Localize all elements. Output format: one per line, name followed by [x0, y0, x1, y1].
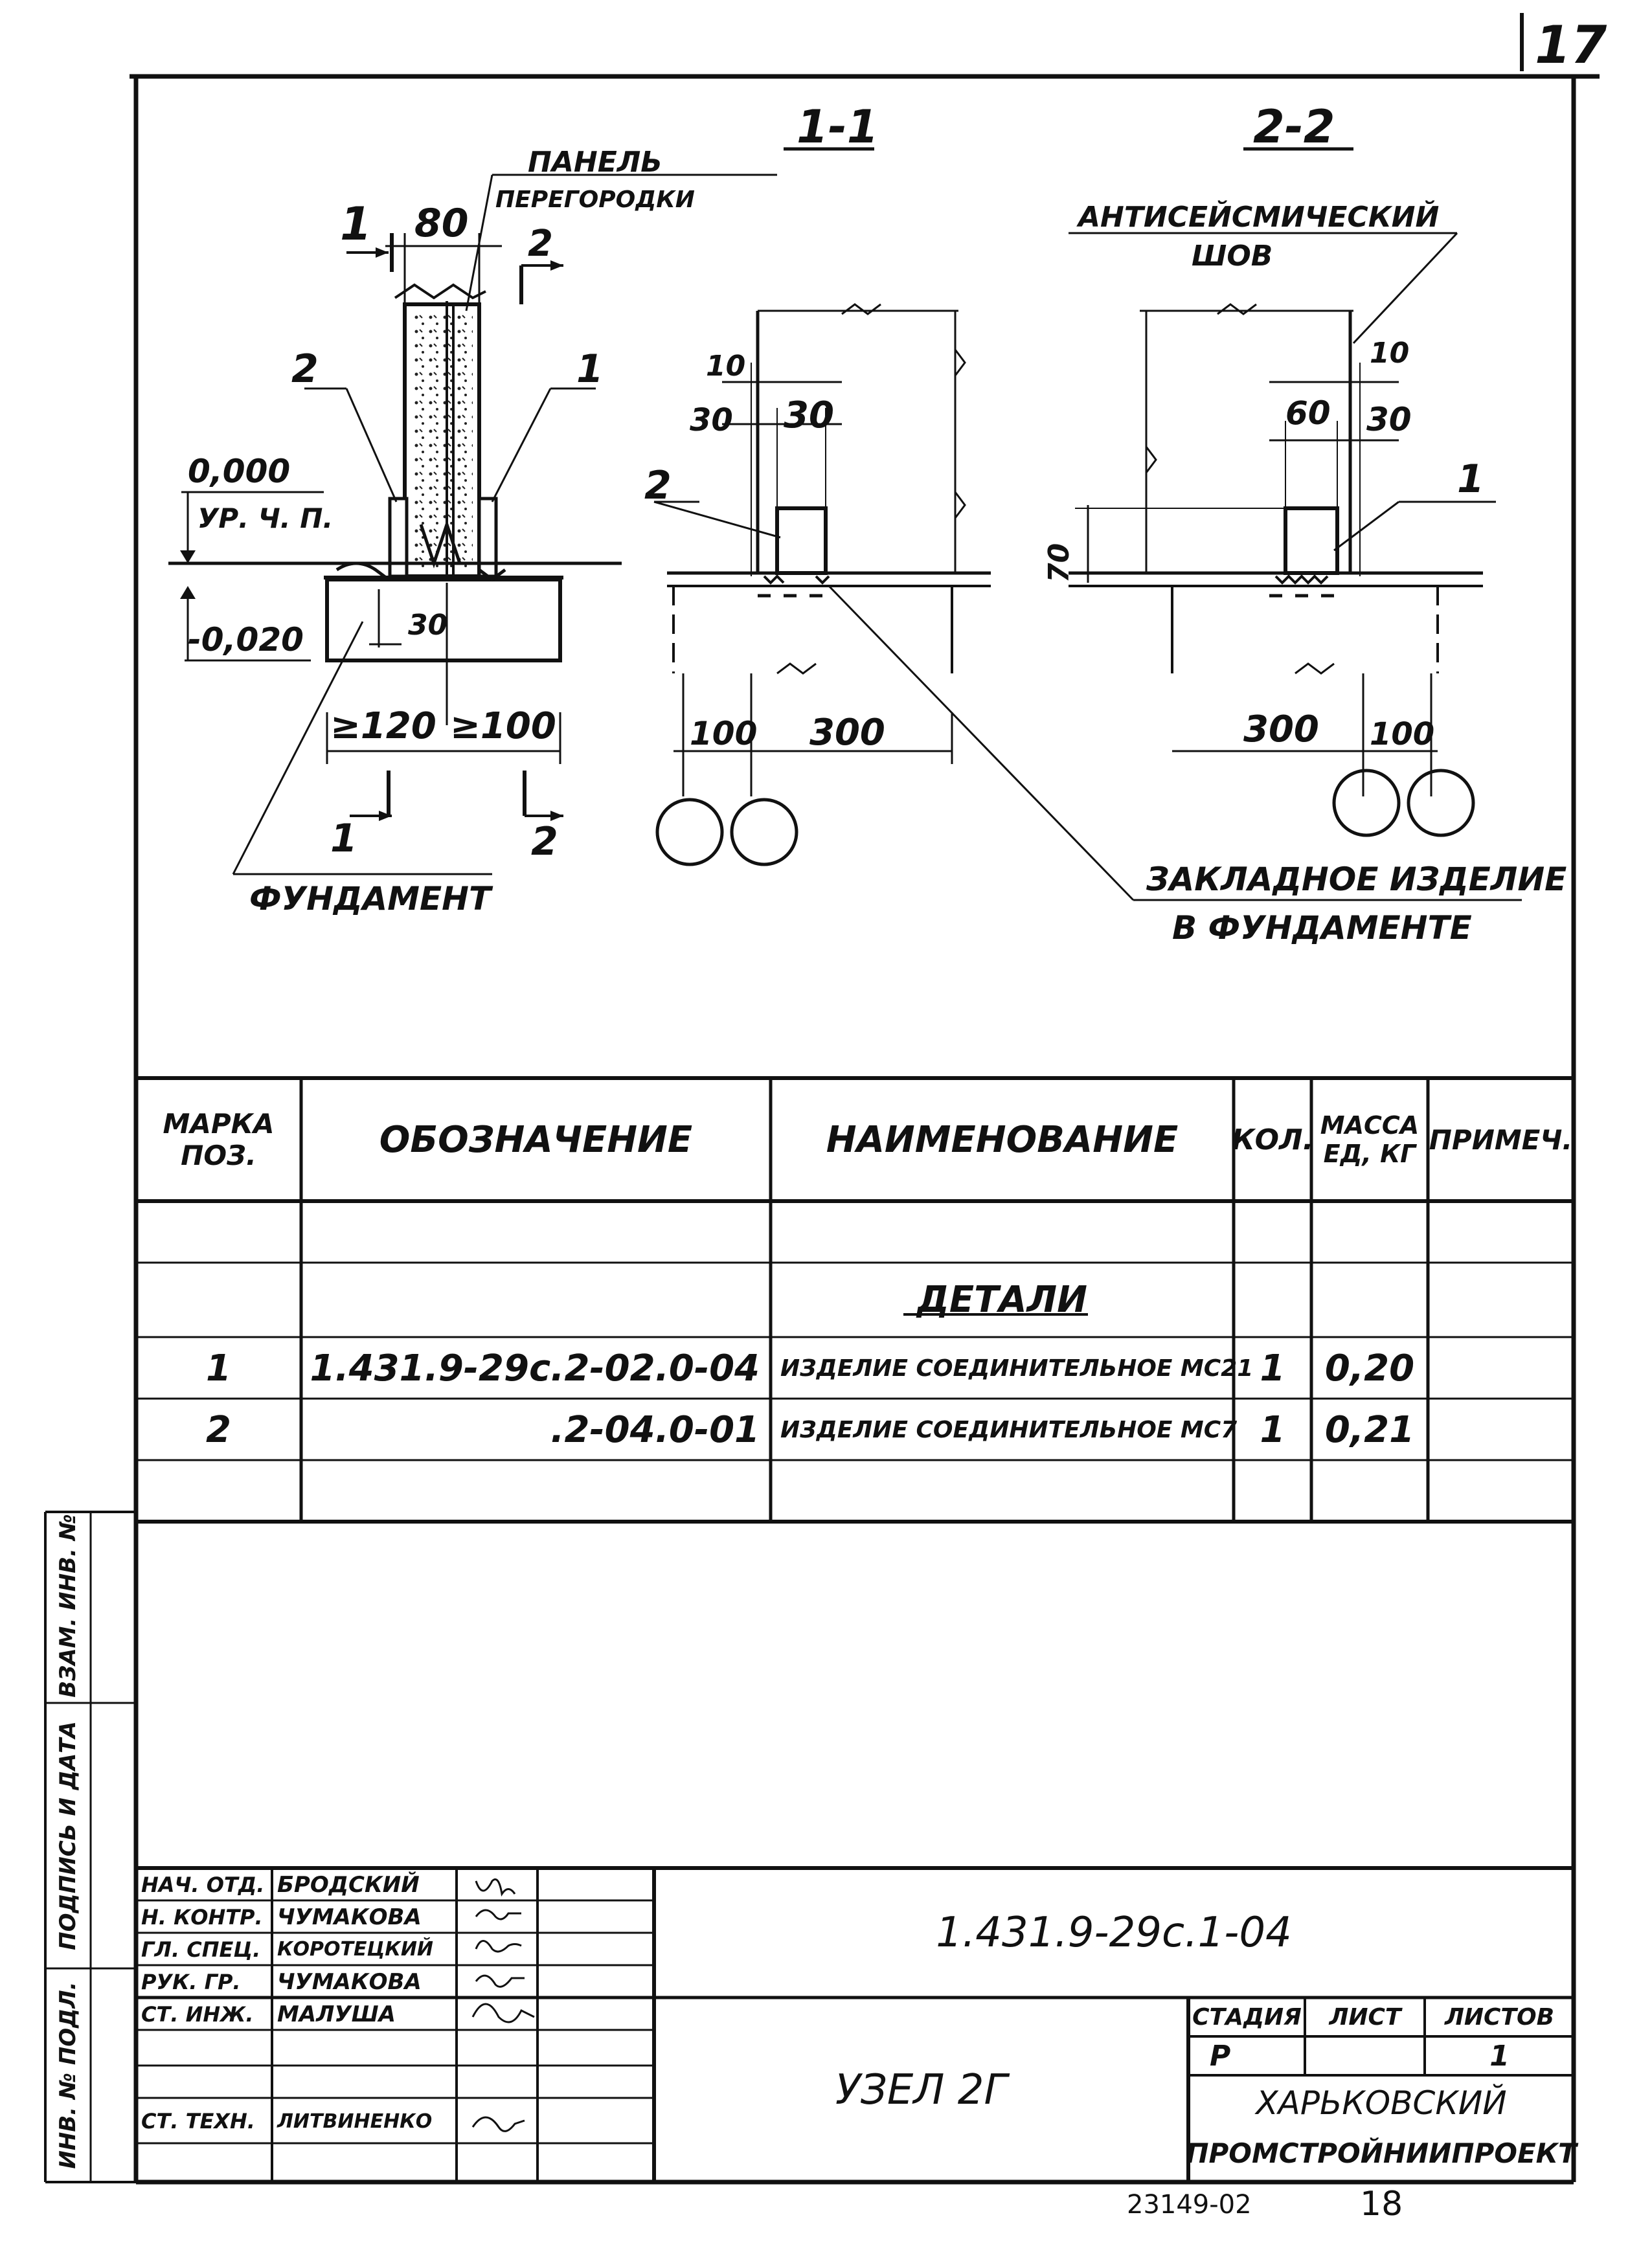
header-name: НАИМЕНОВАНИЕ: [826, 1118, 1179, 1161]
dim-100b: 100: [690, 715, 757, 752]
level-bottom: -0,020: [188, 621, 304, 659]
person-4: МАЛУША: [277, 2001, 396, 2027]
row-2-designation: .2-04.0-01: [550, 1408, 760, 1451]
dim-70: 70: [1043, 543, 1076, 583]
person-5: [273, 2031, 456, 2065]
row-1-name: ИЗДЕЛИЕ СОЕДИНИТЕЛЬНОЕ МС21: [780, 1355, 1254, 1382]
role-6: СТ. ТЕХН.: [141, 2109, 255, 2134]
foundation-label: ФУНДАМЕНТ: [249, 880, 493, 918]
org-line-2: ПРОМСТРОЙНИИПРОЕКТ: [1186, 2137, 1577, 2169]
drawing-title: УЗЕЛ 2Г: [835, 2066, 1008, 2114]
row-1-qty: 1: [1260, 1347, 1285, 1390]
header-mass: МАССА ЕД, КГ: [1320, 1111, 1420, 1168]
seismic-label-1: АНТИСЕЙСМИЧЕСКИЙ: [1076, 199, 1439, 234]
cut-2-bottom: 2: [531, 819, 558, 864]
cut-2-top: 2: [528, 223, 553, 265]
sheet-label: ЛИСТ: [1329, 2004, 1401, 2031]
role-0: НАЧ. ОТД.: [141, 1872, 265, 1897]
row-2-note: [1431, 1401, 1570, 1459]
embedded-label-1: ЗАКЛАДНОЕ ИЗДЕЛИЕ: [1146, 861, 1567, 898]
header-note: ПРИМЕЧ.: [1429, 1123, 1573, 1156]
row-1-note: [1431, 1339, 1570, 1397]
dim-120: ≥120: [330, 705, 436, 747]
row-1-mark: 1: [206, 1347, 231, 1390]
sheet-value: [1307, 2038, 1423, 2074]
side-stamp-inv-swap: ВЗАМ. ИНВ. №: [55, 1514, 81, 1698]
row-2-mass: 0,21: [1324, 1408, 1415, 1451]
row-2-name: ИЗДЕЛИЕ СОЕДИНИТЕЛЬНОЕ МС7: [780, 1416, 1238, 1443]
side-stamp-sign-date: ПОДПИСЬ И ДАТА: [55, 1721, 81, 1950]
dim-30b: 30: [784, 394, 834, 436]
person-1: ЧУМАКОВА: [277, 1904, 422, 1930]
role-3: РУК. ГР.: [141, 1969, 241, 1994]
level-top-sub: УР. Ч. П.: [198, 502, 333, 534]
dim-30a: 30: [690, 402, 733, 438]
role-4: СТ. ИНЖ.: [141, 2001, 254, 2027]
header-designation: ОБОЗНАЧЕНИЕ: [379, 1118, 693, 1161]
mark-2-left: 2: [291, 346, 319, 392]
dim-100c: 100: [1370, 716, 1434, 752]
role-2: ГЛ. СПЕЦ.: [141, 1937, 261, 1962]
level-top: 0,000: [188, 453, 290, 490]
header-qty: КОЛ.: [1231, 1123, 1314, 1156]
sheet-number: 17: [1535, 15, 1607, 75]
person-0: БРОДСКИЙ: [277, 1871, 420, 1898]
section-2-title: 2-2: [1253, 100, 1335, 153]
panel-label-1: ПАНЕЛЬ: [528, 146, 662, 179]
person-6: ЛИТВИНЕНКО: [277, 2110, 433, 2133]
doc-code: 1.431.9-29с.1-04: [936, 1909, 1292, 1957]
header-mark: МАРКА ПОЗ.: [163, 1108, 275, 1171]
dim-300: 300: [809, 712, 885, 754]
org-line-1: ХАРЬКОВСКИЙ: [1256, 2084, 1507, 2122]
dim-60: 60: [1285, 394, 1331, 432]
mark-1-left: 1: [576, 346, 604, 392]
stage-label: СТАДИЯ: [1192, 2004, 1302, 2031]
sheets-label: ЛИСТОВ: [1444, 2004, 1555, 2031]
section-2-pos-mark: 1: [1457, 456, 1484, 502]
person-2: КОРОТЕЦКИЙ: [277, 1938, 434, 1961]
footer-code: 23149-02: [1127, 2190, 1252, 2220]
stage-value: Р: [1210, 2040, 1231, 2073]
role-1: Н. КОНТР.: [141, 1904, 263, 1930]
dim-30c: 30: [1366, 401, 1412, 438]
person-3: ЧУМАКОВА: [277, 1968, 422, 1995]
row-1-mass: 0,20: [1324, 1347, 1415, 1390]
row-2-qty: 1: [1260, 1408, 1285, 1451]
row-1-designation: 1.431.9-29с.2-02.0-04: [310, 1347, 760, 1390]
seismic-label-2: ШОВ: [1192, 240, 1273, 273]
sheets-value: 1: [1489, 2040, 1510, 2073]
panel-label-2: ПЕРЕГОРОДКИ: [495, 186, 695, 213]
dim-80: 80: [414, 201, 469, 246]
section-title-details: ДЕТАЛИ: [916, 1279, 1088, 1321]
cut-1-top: 1: [340, 197, 372, 251]
role-5: [137, 2031, 271, 2065]
dim-100: ≥100: [450, 705, 556, 747]
dim-30-left: 30: [408, 609, 447, 642]
dim-10b: 10: [1370, 337, 1409, 370]
section-1-pos-mark: 2: [644, 463, 672, 508]
dim-10: 10: [706, 350, 745, 383]
side-stamp-inv-no: ИНВ. № ПОДЛ.: [55, 1981, 81, 2169]
section-1-title: 1-1: [797, 100, 878, 153]
cut-1-bottom: 1: [330, 816, 357, 861]
embedded-label-2: В ФУНДАМЕНТЕ: [1172, 909, 1472, 947]
dim-300b: 300: [1243, 708, 1319, 750]
footer-page: 18: [1360, 2185, 1403, 2224]
row-2-mark: 2: [206, 1408, 231, 1451]
